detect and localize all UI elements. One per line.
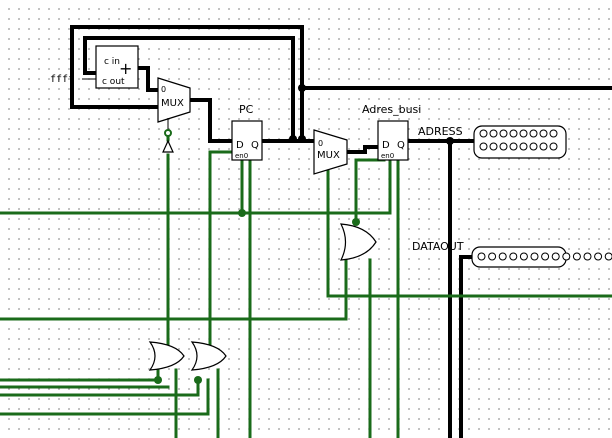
dataout-bits	[477, 252, 612, 261]
addr-q-label: Q	[397, 140, 405, 151]
output-bit	[541, 252, 550, 261]
pc-title: PC	[239, 103, 254, 116]
output-bit	[479, 142, 488, 151]
adder-cout-label: c out	[102, 77, 125, 87]
pc-en-label: en0	[235, 152, 248, 160]
output-bit	[549, 142, 558, 151]
mux1-sel0: 0	[161, 85, 166, 94]
mux2-sel0: 0	[318, 139, 323, 148]
output-bit	[488, 252, 497, 261]
output-bit	[499, 129, 508, 138]
output-bit	[549, 129, 558, 138]
mux2-label: MUX	[317, 150, 340, 161]
dataout-label: DATAOUT	[412, 240, 464, 253]
output-bit	[530, 252, 539, 261]
or-gate-bottom-left[interactable]	[148, 341, 185, 371]
output-bit	[498, 252, 507, 261]
pc-register[interactable]: PC D Q en0	[231, 103, 263, 161]
or-gate-bottom-right[interactable]	[190, 341, 227, 371]
address-output-bits	[479, 129, 558, 151]
address-output-label: ADRESS	[418, 125, 463, 138]
output-bit	[509, 252, 518, 261]
adder[interactable]: c in c out +	[95, 45, 139, 89]
output-bit	[572, 252, 581, 261]
output-bit	[583, 252, 592, 261]
output-bit	[529, 129, 538, 138]
or-gate-top[interactable]	[339, 223, 377, 261]
buffer-triangle-icon	[162, 139, 174, 153]
dataout-output-pin[interactable]: DATAOUT	[412, 240, 612, 268]
output-bit	[509, 142, 518, 151]
output-bit	[509, 129, 518, 138]
output-bit	[539, 129, 548, 138]
mux-2[interactable]: 0 MUX	[313, 129, 348, 175]
output-bit	[594, 252, 603, 261]
addr-d-label: D	[382, 140, 390, 151]
addr-en-label: en0	[381, 152, 394, 160]
output-bit	[489, 129, 498, 138]
constant-ffff[interactable]: ffff	[50, 74, 96, 85]
adder-plus-icon: +	[119, 59, 132, 78]
output-bit	[529, 142, 538, 151]
pc-q-label: Q	[251, 140, 259, 151]
output-bit	[519, 252, 528, 261]
data-buses	[70, 25, 612, 438]
output-bit	[477, 252, 486, 261]
mux-1[interactable]: 0 MUX	[157, 77, 191, 153]
output-bit	[562, 252, 571, 261]
adder-cin-label: c in	[104, 57, 120, 67]
output-bit	[499, 142, 508, 151]
mux1-label: MUX	[161, 98, 184, 109]
output-bit	[519, 129, 528, 138]
pc-d-label: D	[236, 140, 244, 151]
output-bit	[519, 142, 528, 151]
output-bit	[489, 142, 498, 151]
output-bit	[479, 129, 488, 138]
addr-register-title: Adres_busi	[362, 103, 421, 116]
output-bit	[604, 252, 612, 261]
output-bit	[539, 142, 548, 151]
constant-value: ffff	[50, 74, 74, 85]
output-bit	[551, 252, 560, 261]
address-output-pin[interactable]: ADRESS	[418, 125, 567, 159]
control-wires	[0, 133, 612, 438]
address-register[interactable]: Adres_busi D Q en0	[362, 103, 421, 161]
